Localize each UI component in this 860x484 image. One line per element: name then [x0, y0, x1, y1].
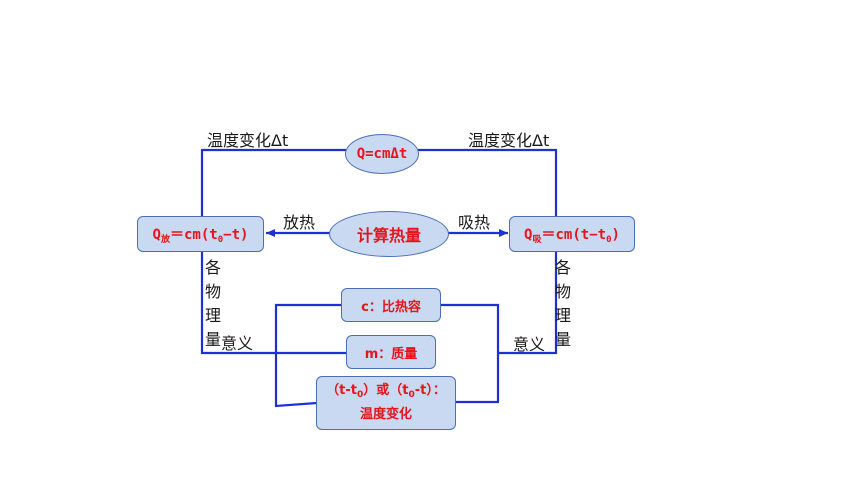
left-formula-text: Q放＝cm(t0−t): [152, 226, 249, 245]
left-formula-box: Q放＝cm(t0−t): [137, 216, 264, 252]
left-vertical-label: 各物理量: [204, 258, 221, 349]
right-formula-text: Q吸＝cm(t−t0): [524, 226, 620, 245]
right-formula-box: Q吸＝cm(t−t0): [509, 216, 635, 252]
meaning-c-box: c：比热容: [341, 288, 441, 322]
right-bracket: [440, 303, 500, 404]
meaning-t-text: （t-t0）或（t0-t）：温度变化: [326, 383, 446, 422]
release-label: 放热: [283, 213, 316, 232]
center-text: 计算热量: [356, 226, 421, 245]
right-meaning-connector: [498, 252, 558, 355]
left-meaning-label: 意义: [221, 334, 254, 353]
formula-ellipse: Q=cmΔt: [345, 134, 419, 174]
formula-text: Q=cmΔt: [356, 146, 408, 162]
top-right-label: 温度变化Δt: [468, 131, 550, 150]
meaning-t-box: （t-t0）或（t0-t）：温度变化: [316, 376, 456, 430]
meaning-m-text: m：质量: [364, 346, 418, 362]
right-vertical-label: 各物理量: [554, 258, 571, 349]
meaning-m-box: m：质量: [346, 335, 436, 369]
top-left-label: 温度变化Δt: [207, 131, 289, 150]
right-meaning-label: 意义: [513, 335, 546, 354]
center-ellipse: 计算热量: [329, 211, 449, 257]
top-right-connector: [418, 148, 558, 216]
absorb-label: 吸热: [458, 213, 491, 232]
left-bracket: [274, 303, 342, 408]
top-left-connector: [200, 148, 346, 216]
meaning-c-text: c：比热容: [361, 299, 421, 315]
left-meaning-connector: [200, 252, 347, 355]
